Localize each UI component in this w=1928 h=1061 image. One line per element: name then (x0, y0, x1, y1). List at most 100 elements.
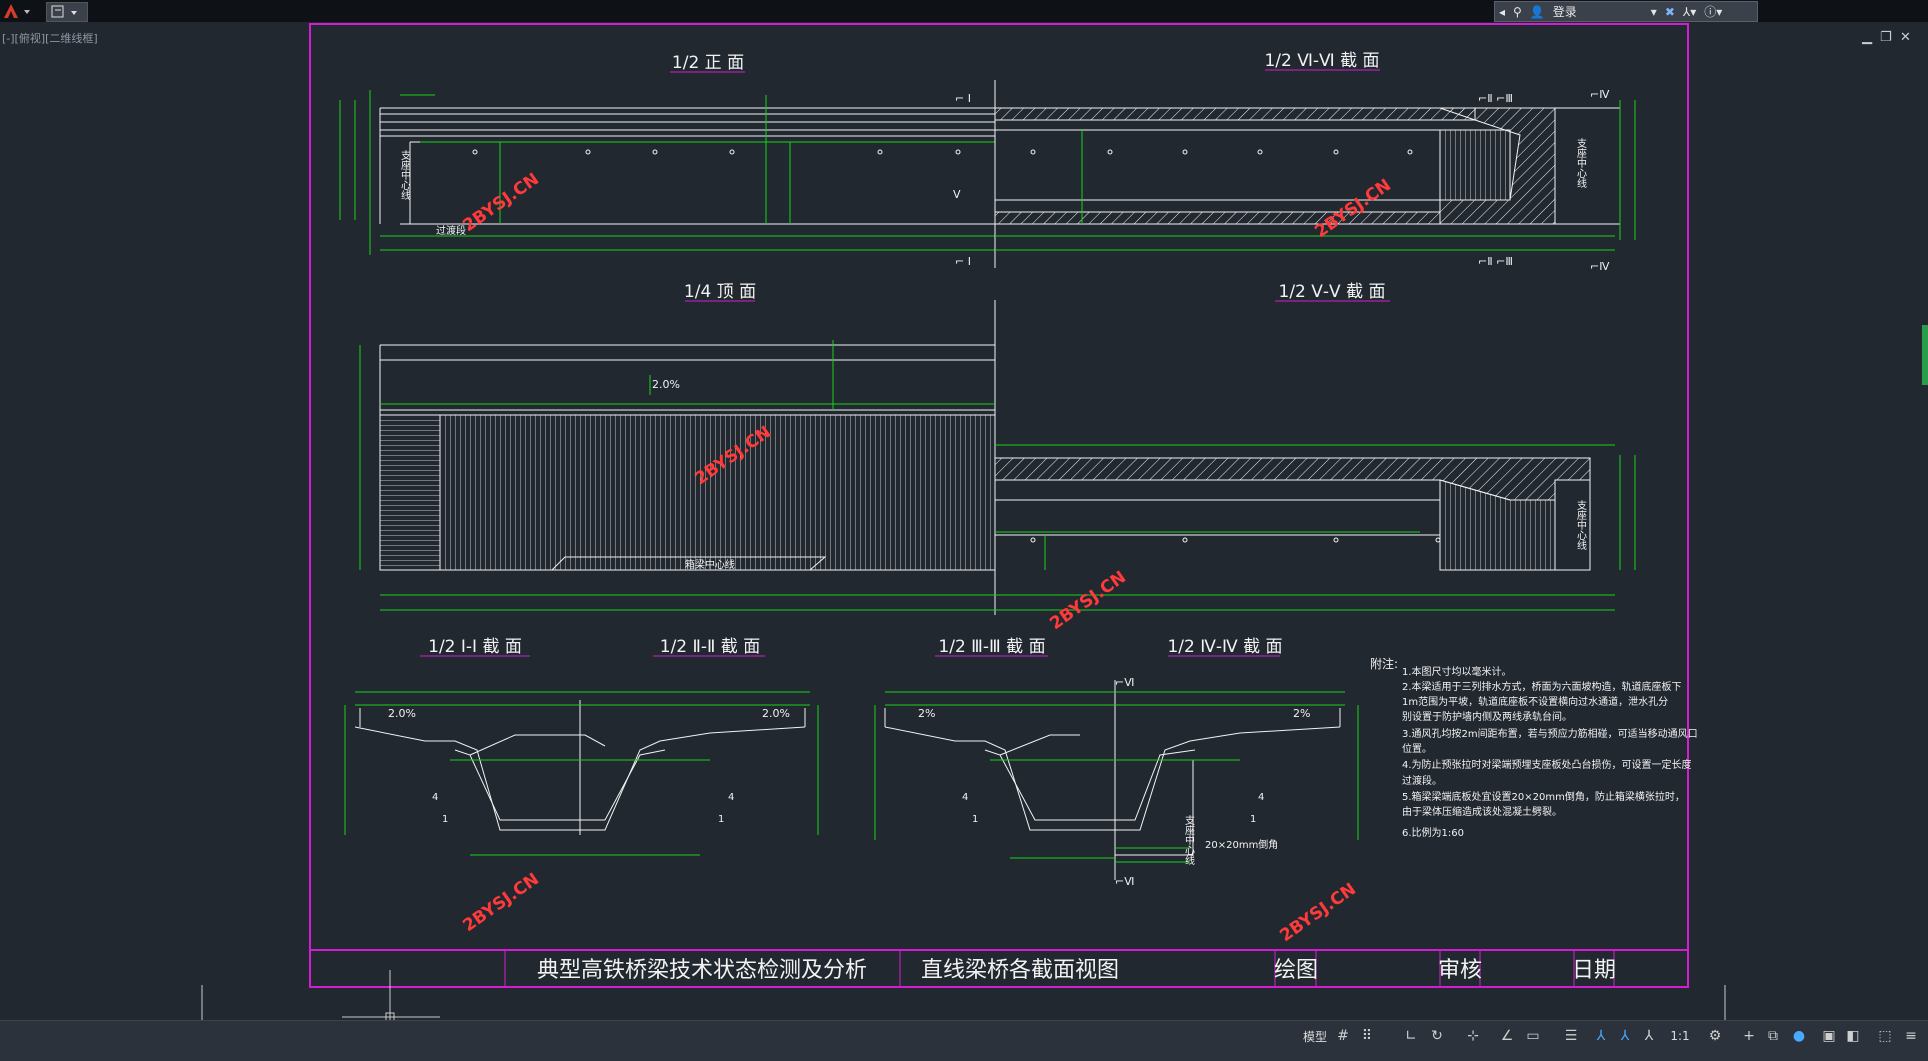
watermark: 2BYSJ.CN (1276, 879, 1359, 946)
info-center-bar[interactable]: ◂ ⚲ 👤 登录 ▾ ✖ ⅄▾ ⓘ▾ (1494, 1, 1758, 22)
svg-text:Ⅴ: Ⅴ (953, 188, 961, 201)
support-center-label-1: 支座中心线 (399, 150, 411, 200)
lineweight-icon[interactable]: ☰ (1564, 1028, 1578, 1044)
ratio-1-iii: 1 (972, 814, 978, 825)
view-title-ii: 1/2 Ⅱ-Ⅱ 截 面 (660, 637, 760, 657)
note-line: 别设置于防护墙内侧及两线承轨台间。 (1402, 710, 1572, 723)
scale-dropdown[interactable]: 1:1 (1670, 1029, 1690, 1043)
ratio-4-iv: 4 (1258, 792, 1264, 803)
arrow-left-icon[interactable]: ◂ (1499, 4, 1506, 19)
restore-icon[interactable]: ❐ (1880, 30, 1892, 45)
ratio-1-left: 1 (442, 814, 448, 825)
title-bar: ◂ ⚲ 👤 登录 ▾ ✖ ⅄▾ ⓘ▾ (0, 0, 1928, 22)
draw-label: 绘图 (1274, 958, 1318, 983)
review-label: 审核 (1438, 958, 1482, 983)
view-title-iv: 1/2 Ⅳ-Ⅳ 截 面 (1167, 637, 1282, 657)
clean-screen-icon[interactable]: ▣ (1822, 1028, 1836, 1044)
support-center-label-3: 支座中心线 (1575, 500, 1587, 550)
hardware-accel-icon[interactable]: ● (1792, 1028, 1806, 1044)
note-line: 1.本图尺寸均以毫米计。 (1402, 665, 1512, 678)
plus-icon[interactable]: + (1743, 1028, 1755, 1044)
note-line: 2.本梁适用于三列排水方式，桥面为六面坡构造，轨道底座板下 (1402, 680, 1682, 693)
user-icon: 👤 (1529, 4, 1545, 19)
slope-label-top: 2.0% (652, 378, 680, 391)
note-line: 3.通风孔均按2m间距布置，若与预应力筋相碰，可适当移动通风口 (1402, 727, 1698, 740)
dropdown-icon[interactable]: ▾ (1650, 4, 1657, 19)
chamfer-label: 20×20mm倒角 (1205, 839, 1278, 851)
ratio-4-iii: 4 (962, 792, 968, 803)
note-line: 5.箱梁梁端底板处宜设置20×20mm倒角，防止箱梁横张拉时， (1402, 790, 1685, 803)
view-title-front: 1/2 正 面 (672, 53, 744, 73)
workspace-icon (51, 5, 77, 18)
view-title-top: 1/4 顶 面 (684, 282, 756, 302)
beam-center-label: 箱梁中心线 (685, 558, 735, 571)
sign-in-label[interactable]: 登录 (1552, 5, 1577, 19)
notes-block: 附注: 1.本图尺寸均以毫米计。 2.本梁适用于三列排水方式，桥面为六面坡构造，… (1370, 656, 1698, 839)
model-space-button[interactable]: 模型 (1302, 1029, 1327, 1044)
drawing-title: 直线梁桥各截面视图 (921, 958, 1119, 983)
svg-text:⌐ Ⅰ: ⌐ Ⅰ (955, 255, 971, 268)
view-title-v: 1/2 Ⅴ-Ⅴ 截 面 (1279, 282, 1386, 302)
svg-text:⌐ Ⅰ: ⌐ Ⅰ (955, 92, 971, 105)
annotation-icon[interactable]: ⅄ (1596, 1028, 1606, 1044)
slope-label-iii: 2% (918, 707, 935, 720)
slope-label-iv: 2% (1293, 707, 1310, 720)
view-title-vi: 1/2 Ⅵ-Ⅵ 截 面 (1264, 51, 1379, 71)
close-icon[interactable]: ✕ (1900, 30, 1911, 45)
gear-icon[interactable]: ⚙ (1708, 1028, 1722, 1044)
top-view (359, 300, 996, 615)
svg-text:⌐Ⅱ ⌐Ⅲ: ⌐Ⅱ ⌐Ⅲ (1478, 255, 1513, 268)
binoculars-icon[interactable]: ⚲ (1513, 4, 1522, 19)
drawing-canvas[interactable]: 典型高铁桥梁技术状态检测及分析 直线梁桥各截面视图 绘图 审核 日期 1/2 正… (0, 0, 1928, 1020)
help-icon[interactable]: ⓘ▾ (1704, 5, 1723, 19)
ratio-1-iv: 1 (1250, 814, 1256, 825)
svg-text:⌐Ⅳ: ⌐Ⅳ (1590, 260, 1610, 273)
status-bar (0, 1020, 1928, 1061)
grid-icon[interactable]: # (1337, 1028, 1349, 1044)
app-menu-button[interactable] (2, 1, 40, 21)
a360-icon[interactable]: ⅄▾ (1682, 4, 1697, 19)
watermark: 2BYSJ.CN (459, 169, 542, 236)
view-title-iii: 1/2 Ⅲ-Ⅲ 截 面 (938, 637, 1045, 657)
slope-label-ii: 2.0% (762, 707, 790, 720)
fullscreen-icon[interactable]: ⬚ (1878, 1028, 1892, 1044)
osnap-icon[interactable]: ⊹ (1467, 1028, 1479, 1044)
otrack-icon[interactable]: ∠ (1500, 1028, 1514, 1044)
sheet-frame (309, 23, 1689, 988)
dyn-icon[interactable]: ▭ (1526, 1028, 1540, 1044)
isolate-icon[interactable]: ⧉ (1768, 1028, 1778, 1044)
transition-label: 过渡段 (436, 224, 466, 237)
section-iii-iv-view (884, 680, 1341, 880)
exchange-icon[interactable]: ✖ (1664, 4, 1675, 19)
svg-text:⌐Ⅳ: ⌐Ⅳ (1590, 88, 1610, 101)
note-line: 1m范围为平坡，轨道底座板不设置横向过水通道，泄水孔分 (1402, 695, 1668, 708)
quick-access-toolbar[interactable] (46, 2, 88, 22)
watermark: 2BYSJ.CN (1046, 567, 1129, 634)
support-center-label-2: 支座中心线 (1575, 138, 1587, 188)
annovis-icon[interactable]: ⅄ (1644, 1028, 1654, 1044)
ratio-4-left: 4 (432, 792, 438, 803)
note-line: 由于梁体压缩造成该处混凝土劈裂。 (1402, 805, 1562, 818)
note-line: 过渡段。 (1402, 774, 1442, 787)
polar-icon[interactable]: ↻ (1431, 1028, 1443, 1044)
annotation-scale-icon[interactable]: ⅄ (1620, 1028, 1630, 1044)
scroll-indicator[interactable] (1922, 325, 1928, 385)
section-vi-view (994, 100, 1636, 251)
watermark: 2BYSJ.CN (459, 869, 542, 936)
ortho-icon[interactable]: ∟ (1405, 1028, 1417, 1044)
units-icon[interactable]: ◧ (1846, 1028, 1860, 1044)
ratio-1-right: 1 (718, 814, 724, 825)
date-label: 日期 (1572, 958, 1616, 983)
section-i-ii-view (354, 700, 806, 835)
snap-icon[interactable]: ⠿ (1361, 1028, 1373, 1044)
ratio-4-right: 4 (728, 792, 734, 803)
viewport-label[interactable]: [-][俯视][二维线框] (2, 32, 98, 45)
support-center-label-4: 支座中心线 (1183, 815, 1195, 865)
svg-text:⌐Ⅱ ⌐Ⅲ: ⌐Ⅱ ⌐Ⅲ (1478, 92, 1513, 105)
notes-heading: 附注: (1370, 656, 1398, 671)
minimize-icon[interactable]: ▁ (1862, 30, 1872, 45)
customize-menu-icon[interactable]: ≡ (1905, 1028, 1917, 1044)
svg-text:⌐Ⅵ: ⌐Ⅵ (1115, 676, 1134, 689)
note-line: 位置。 (1402, 742, 1432, 755)
note-line: 6.比例为1:60 (1402, 826, 1464, 839)
